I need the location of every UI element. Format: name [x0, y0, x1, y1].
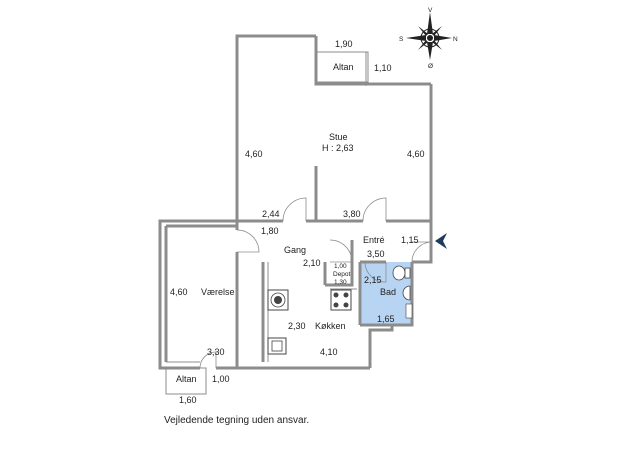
dim-stue-right: 4,60: [407, 149, 425, 159]
room-stue-label: Stue: [329, 132, 348, 142]
dim-bad-depth: 2,15: [364, 275, 382, 285]
room-altan-bottom-label: Altan: [176, 374, 197, 384]
door-swings: [199, 84, 433, 369]
toilet-icon: [392, 265, 411, 281]
room-koekken-label: Køkken: [315, 321, 346, 331]
dim-vaerelse-width: 3,30: [207, 347, 225, 357]
disclaimer-caption: Vejledende tegning uden ansvar.: [164, 415, 309, 426]
room-depot-label: Depot: [333, 271, 351, 278]
dim-vaerelse-depth: 4,60: [170, 287, 188, 297]
compass-rose-icon: [406, 12, 452, 60]
dim-koekken-depth: 2,30: [288, 321, 306, 331]
dim-stue-left: 4,60: [245, 149, 263, 159]
dim-stue-bottom-left: 2,44: [262, 209, 280, 219]
dim-gang-depth: 2,10: [303, 258, 321, 268]
dim-gang-width: 1,80: [261, 226, 279, 236]
dim-depot-width: 1,00: [334, 263, 347, 270]
dim-altan-bottom-depth: 1,00: [212, 374, 230, 384]
dim-altan-top-depth: 1,10: [374, 63, 392, 73]
dim-altan-top-width: 1,90: [335, 39, 353, 49]
compass-west: V: [428, 7, 433, 14]
stove-icon: [267, 289, 289, 311]
room-gang-label: Gang: [284, 245, 306, 255]
compass-north: N: [453, 36, 458, 43]
room-bad-label: Bad: [380, 287, 396, 297]
cooktop-icon: [330, 289, 352, 311]
sink-icon: [267, 337, 287, 355]
dim-altan-bottom-width: 1,60: [179, 395, 197, 405]
compass-south: S: [399, 36, 404, 43]
room-altan-top-label: Altan: [333, 62, 354, 72]
dim-entre-side: 1,15: [401, 235, 419, 245]
dim-koekken-width: 4,10: [320, 347, 338, 357]
altan-bottom-outline: [165, 367, 207, 395]
dim-stue-bottom-right: 3,80: [343, 209, 361, 219]
room-stue-height: H : 2,63: [322, 143, 354, 153]
compass-east: Ø: [428, 63, 433, 70]
dim-depot-depth: 1,30: [334, 279, 347, 286]
washbasin-icon: [402, 285, 413, 319]
dim-entre-width: 3,50: [367, 249, 385, 259]
dim-bad-width: 1,65: [377, 314, 395, 324]
room-entre-label: Entré: [363, 235, 385, 245]
outer-walls: [158, 34, 433, 370]
chevron-left-icon: [435, 233, 447, 249]
room-vaerelse-label: Værelse: [201, 287, 235, 297]
